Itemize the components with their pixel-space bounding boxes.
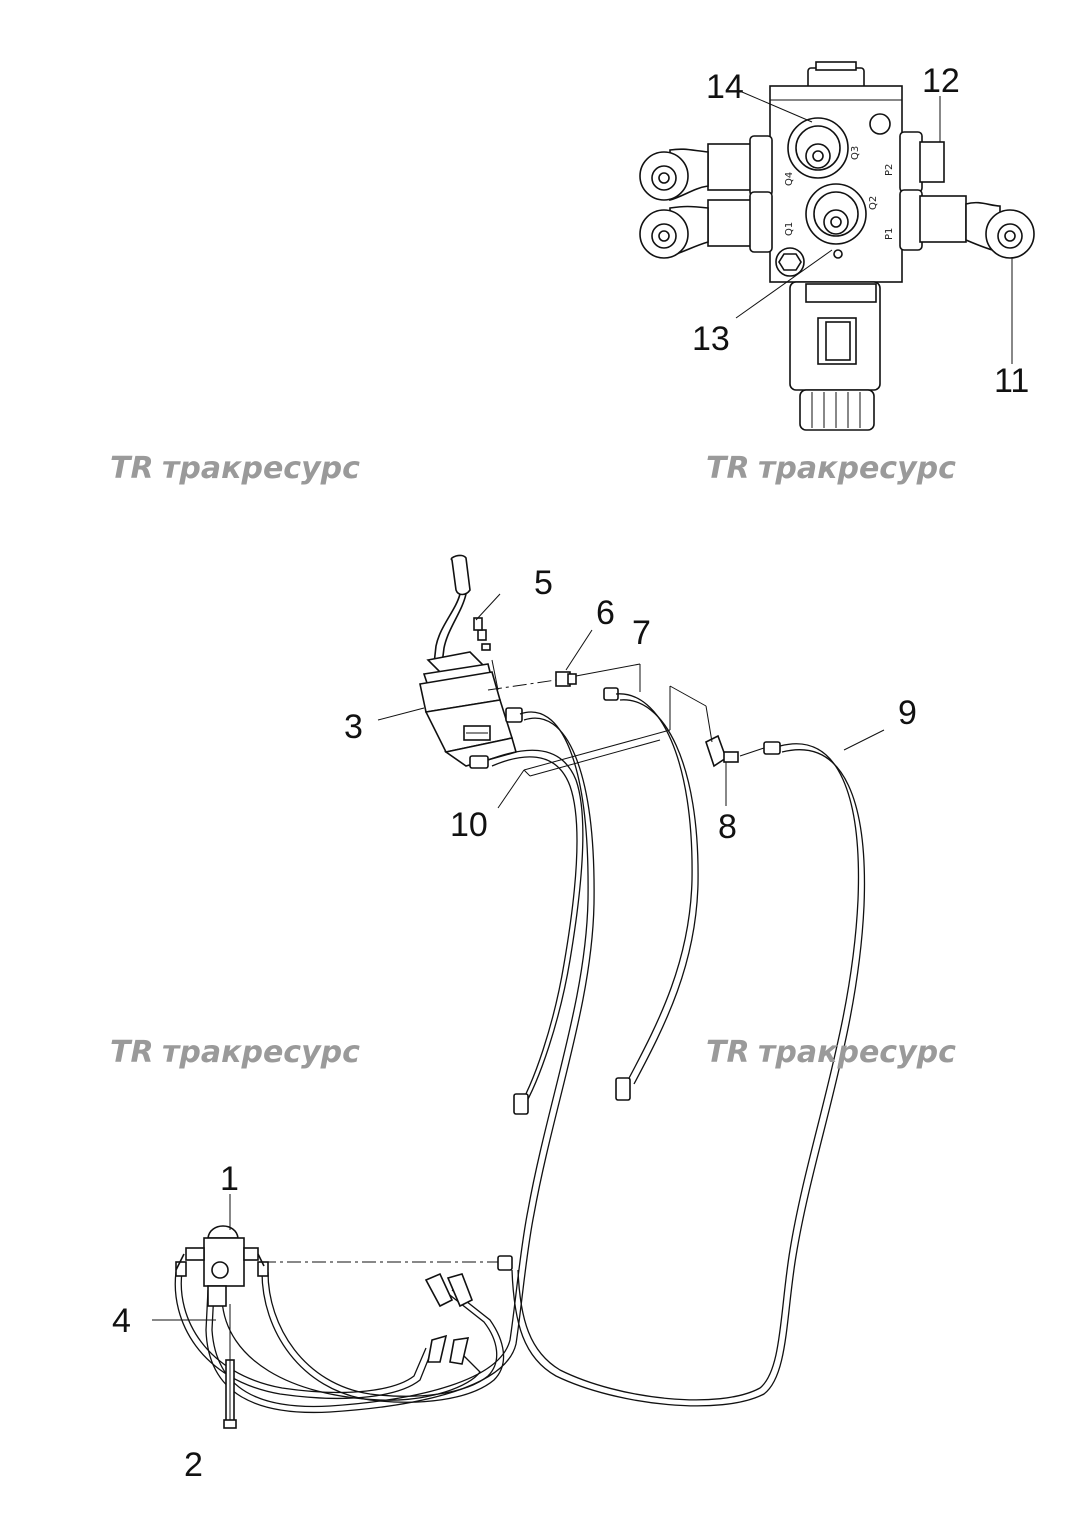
watermark-logo: TR xyxy=(706,1035,750,1070)
callout-1: 1 xyxy=(220,1160,239,1198)
callout-9: 9 xyxy=(898,694,917,732)
callout-numbers: 1 2 3 4 5 6 7 8 9 10 11 12 13 14 xyxy=(112,62,1029,1484)
port-label-q1: Q1 xyxy=(784,222,795,236)
watermark-logo: TR xyxy=(706,451,750,486)
callout-5: 5 xyxy=(534,564,553,602)
valve-block xyxy=(639,61,1035,431)
pedal-valve xyxy=(175,1225,269,1429)
callout-4: 4 xyxy=(112,1302,131,1340)
callout-11: 11 xyxy=(994,362,1029,400)
port-label-q3: Q3 xyxy=(850,146,861,160)
assembly-lines xyxy=(262,659,765,1263)
watermark-logo: TR xyxy=(110,451,154,486)
port-label-q2: Q2 xyxy=(868,196,879,210)
watermark-text: тракресурс xyxy=(162,1035,360,1070)
callout-8: 8 xyxy=(718,808,737,846)
joystick-assembly xyxy=(419,554,781,769)
hoses xyxy=(174,693,866,1414)
port-label-q4: Q4 xyxy=(784,172,795,186)
callout-10: 10 xyxy=(450,806,488,844)
valve-port-labels: Q4 Q3 P2 Q1 Q2 P1 xyxy=(784,146,895,240)
callout-6: 6 xyxy=(596,594,615,632)
leader-lines-top xyxy=(735,91,1013,364)
watermark-1: TR тракресурс xyxy=(110,451,360,486)
callout-14: 14 xyxy=(706,68,744,106)
callout-12: 12 xyxy=(922,62,960,100)
callout-2: 2 xyxy=(184,1446,203,1484)
watermark-text: тракресурс xyxy=(162,451,360,486)
watermark-text: тракресурс xyxy=(758,1035,956,1070)
port-label-p2: P2 xyxy=(884,164,895,176)
watermark-logo: TR xyxy=(110,1035,154,1070)
callout-7: 7 xyxy=(632,614,651,652)
watermark-4: TR тракресурс xyxy=(706,1035,956,1070)
watermark-2: TR тракресурс xyxy=(706,451,956,486)
leader-lines-bottom xyxy=(152,593,885,1420)
port-label-p1: P1 xyxy=(884,228,895,240)
callout-13: 13 xyxy=(692,320,730,358)
watermark-3: TR тракресурс xyxy=(110,1035,360,1070)
callout-3: 3 xyxy=(344,708,363,746)
watermark-text: тракресурс xyxy=(758,451,956,486)
